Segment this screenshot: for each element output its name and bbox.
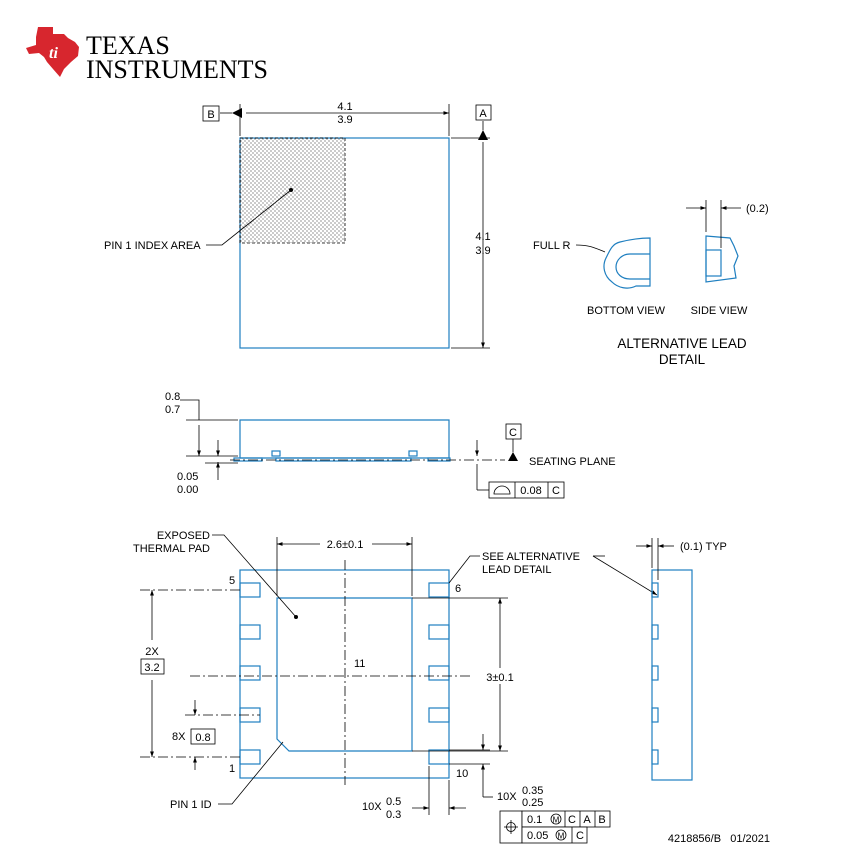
top-view: PIN 1 INDEX AREA B 4.1 3.9 A 4.1 3.9 [104, 101, 492, 349]
right-leads [428, 582, 450, 765]
exposed-pad-leader [212, 534, 297, 618]
datum-c-label: C [509, 427, 517, 439]
flatness-value: 0.08 [520, 485, 541, 497]
pin1-id-leader [218, 741, 284, 805]
logo-line1: Texas [86, 31, 170, 60]
bottom-view-label: BOTTOM VIEW [587, 305, 666, 317]
flatness-datum: C [552, 485, 560, 497]
top-width-min: 3.9 [337, 114, 352, 126]
pitch-value: 3.2 [144, 662, 159, 674]
alt-detail-title-2: DETAIL [659, 352, 706, 367]
texas-state-icon [26, 27, 79, 77]
exposed-thermal-pad [276, 597, 413, 752]
datum-b-label: B [207, 109, 214, 121]
position-tolerance-frame: 0.1 M C A B 0.05 M C [499, 810, 611, 844]
len-prefix: 10X [362, 801, 382, 813]
bottom-view-body [603, 237, 651, 289]
side-height-max: 0.8 [165, 391, 180, 403]
left-leads [239, 582, 261, 765]
pad-width-dim: 2.6±0.1 [327, 539, 364, 551]
svg-text:M: M [558, 832, 565, 841]
ti-initials-icon: ti [49, 45, 58, 62]
standoff-max: 0.05 [177, 471, 198, 483]
pad-height-dim: 3±0.1 [486, 672, 513, 684]
full-r-leader [575, 244, 606, 253]
width-max: 0.35 [522, 785, 543, 797]
mmc-icon-2 [555, 829, 567, 841]
logo-line2: Instruments [86, 55, 268, 84]
tol1-datum1: C [568, 814, 576, 826]
count-8x: 8X [172, 731, 186, 743]
side-view: 0.8 0.7 0.05 0.00 C SEATING PLANE 0.08 C [165, 391, 616, 499]
datum-c-triangle [508, 452, 518, 461]
exposed-pad-label-1: EXPOSED [157, 530, 210, 542]
mmc-icon [550, 813, 562, 825]
pin1-index-label: PIN 1 INDEX AREA [104, 240, 201, 252]
ti-logo: ti Texas Instruments [26, 27, 268, 84]
alt-detail-dim: (0.2) [746, 203, 769, 215]
see-alt-label-2: LEAD DETAIL [482, 564, 552, 576]
tol2-datum: C [576, 830, 584, 842]
tol1-datum2: A [583, 814, 591, 826]
side-height-min: 0.7 [165, 404, 180, 416]
width-prefix: 10X [497, 791, 517, 803]
width-min: 0.25 [522, 797, 543, 809]
flatness-symbol-icon [493, 485, 511, 495]
see-alt-label-1: SEE ALTERNATIVE [482, 551, 580, 563]
side-view-label: SIDE VIEW [691, 305, 748, 317]
bottom-view-lead [615, 253, 650, 280]
typ-dim: (0.1) TYP [680, 541, 727, 553]
side-view-lead [705, 249, 722, 277]
len-max: 0.5 [386, 796, 401, 808]
alternative-lead-detail: FULL R BOTTOM VIEW (0.2) SIDE VIEW ALTER… [533, 200, 769, 367]
side-view-body [705, 235, 739, 283]
see-alt-leader [448, 555, 480, 584]
top-height-max: 4.1 [475, 231, 490, 243]
pin10-label: 10 [456, 768, 468, 780]
standoff-min: 0.00 [177, 484, 198, 496]
datum-b-triangle [232, 108, 242, 118]
svg-text:M: M [553, 816, 560, 825]
top-height-min: 3.9 [475, 245, 490, 257]
profile-leads [651, 582, 659, 765]
top-width-max: 4.1 [337, 101, 352, 113]
pin5-label: 5 [229, 575, 235, 587]
exposed-pad-label-2: THERMAL PAD [133, 543, 210, 555]
datum-a-label: A [479, 108, 487, 120]
lead-pitch-value: 0.8 [195, 732, 210, 744]
tol1-value: 0.1 [527, 814, 542, 826]
seating-plane-label: SEATING PLANE [529, 456, 616, 468]
flatness-frame: 0.08 C [488, 481, 565, 499]
package-side-outline [239, 419, 450, 459]
datum-a-triangle [478, 130, 488, 140]
bottom-view: 11 2.6±0.1 EXPOSED THERMAL PAD SEE ALTER… [133, 530, 727, 844]
full-r-label: FULL R [533, 240, 571, 252]
tol2-value: 0.05 [527, 830, 548, 842]
pin1-id-label: PIN 1 ID [170, 799, 212, 811]
package-bottom-outline [239, 569, 450, 779]
pin1-index-leader [206, 189, 292, 246]
alt-detail-title-1: ALTERNATIVE LEAD [617, 336, 747, 351]
pin1-label: 1 [229, 763, 235, 775]
drawing-number: 4218856/B 01/2021 [668, 833, 770, 845]
pin6-label: 6 [455, 583, 461, 595]
len-min: 0.3 [386, 809, 401, 821]
pitch-prefix: 2X [145, 646, 159, 658]
pad-number: 11 [354, 658, 365, 670]
tol1-datum3: B [598, 814, 605, 826]
